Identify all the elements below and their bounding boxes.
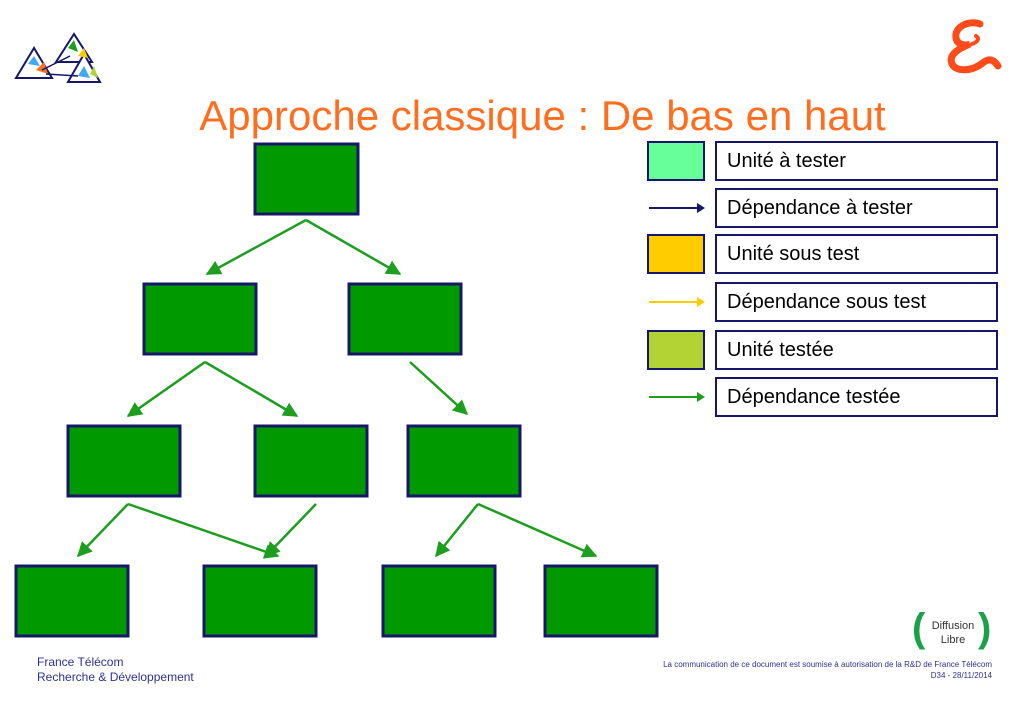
tree-edge-3 (126, 360, 206, 418)
badge-line1: Diffusion (931, 620, 975, 632)
tree-edges (76, 218, 598, 559)
tree-node-5 (253, 424, 369, 498)
tree-node-7 (14, 564, 130, 638)
legend-arrow-icon-2 (649, 203, 705, 213)
tree-edge-2 (305, 218, 402, 276)
legend-label-3: Unité sous test (715, 234, 998, 274)
tree-node-3 (347, 282, 463, 356)
tree-edge-6 (76, 503, 129, 558)
tree-node-6 (406, 424, 522, 498)
left-paren-icon: ( (912, 606, 926, 650)
legend-label-1: Unité à tester (715, 141, 998, 181)
tree-edge-7 (127, 502, 280, 559)
legend-swatch-5 (647, 330, 705, 370)
footer-org-line2: Recherche & Développement (37, 670, 194, 684)
legend-arrow-icon-6 (649, 392, 705, 402)
legend-label-5: Unité testée (715, 330, 998, 370)
triangles-logo-icon (14, 32, 102, 83)
footer-notice: La communication de ce document est soum… (663, 659, 992, 681)
footer-reference: D34 - 28/11/2014 (930, 671, 992, 680)
footer-notice-text: La communication de ce document est soum… (663, 660, 992, 669)
tree-node-9 (381, 564, 497, 638)
tree-edge-1 (205, 218, 307, 276)
legend-label-4: Dépendance sous test (715, 282, 998, 322)
legend-label-2: Dépendance à tester (715, 188, 998, 228)
badge-line2: Libre (940, 634, 966, 646)
tree-edge-10 (477, 502, 598, 558)
tree-node-10 (543, 564, 659, 638)
tree-node-8 (202, 564, 318, 638)
tree-node-1 (253, 142, 360, 216)
diffusion-libre-badge: ( Diffusion Libre ) (912, 606, 994, 654)
tree-edge-5 (409, 361, 469, 416)
page-title: Approche classique : De bas en haut (199, 92, 886, 139)
footer-org-line1: France Télécom (37, 655, 124, 669)
right-paren-icon: ) (978, 606, 992, 650)
tree-edge-8 (264, 503, 317, 558)
legend-label-6: Dépendance testée (715, 377, 998, 417)
tree-edge-9 (435, 503, 479, 558)
tree-node-2 (142, 282, 258, 356)
tree-edge-4 (204, 360, 299, 418)
legend-swatch-3 (647, 234, 705, 274)
footer-organization: France Télécom Recherche & Développement (37, 655, 194, 685)
legend-arrow-icon-4 (649, 297, 705, 307)
legend-swatch-1 (647, 141, 705, 181)
tree-node-4 (66, 424, 182, 498)
france-telecom-logo-icon (947, 19, 1002, 74)
tree-nodes (14, 142, 659, 638)
